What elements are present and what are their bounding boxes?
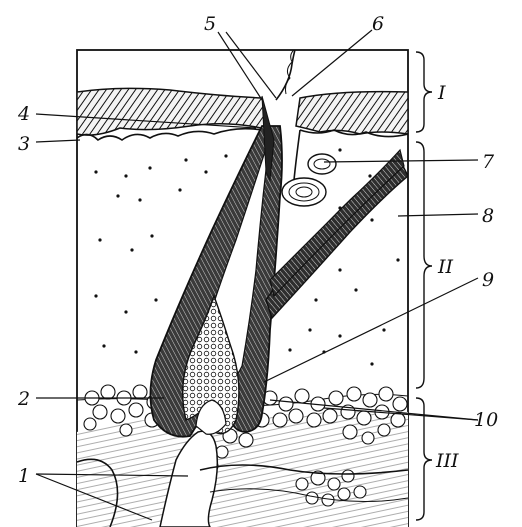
label-7: 7: [482, 151, 495, 173]
label-9: 9: [482, 269, 494, 291]
label-10: 10: [474, 409, 498, 431]
label-5: 5: [204, 13, 216, 35]
label-3: 3: [18, 133, 30, 155]
layer-label-epidermis: I: [437, 82, 446, 104]
layer-label-dermis: II: [437, 256, 454, 278]
label-4: 4: [17, 103, 30, 125]
label-2: 2: [17, 388, 30, 410]
label-8: 8: [482, 205, 494, 227]
label-1: 1: [18, 465, 30, 487]
stratum-corneum-right: [296, 92, 408, 134]
layer-label-hypodermis: III: [435, 450, 459, 472]
label-6: 6: [372, 13, 384, 35]
layer-braces: [416, 52, 432, 520]
